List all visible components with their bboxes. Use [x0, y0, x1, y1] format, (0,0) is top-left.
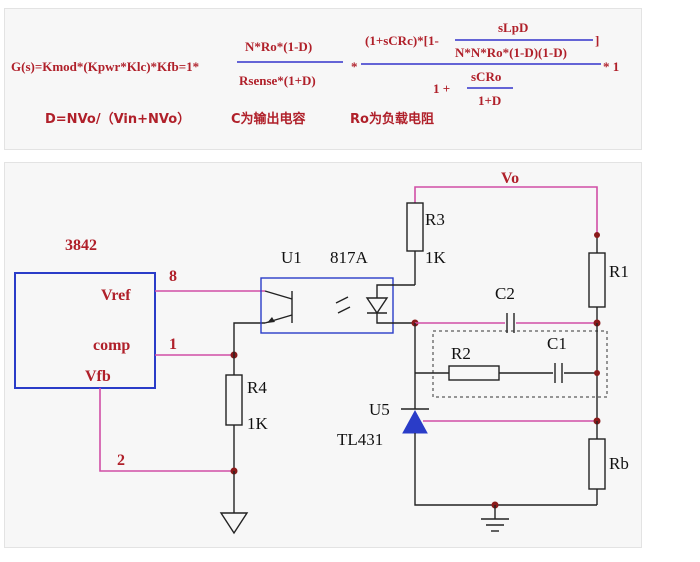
phototransistor-arrow — [267, 317, 275, 323]
compensation-dashed-box — [432, 330, 608, 398]
frac1-numerator: N*Ro*(1-D) — [245, 39, 312, 54]
frac1-denominator: Rsense*(1+D) — [239, 73, 316, 88]
r4-body — [225, 374, 243, 426]
ic-pin-vref-label: Vref — [101, 287, 131, 304]
opto-ref-label: U1 — [281, 248, 302, 267]
r3-ref-label: R3 — [425, 210, 445, 229]
light-arrow-2 — [337, 306, 351, 314]
led-cathode-wire — [376, 313, 415, 324]
frac2-inner-numerator: sLpD — [498, 20, 528, 35]
vo-rail — [414, 186, 598, 235]
frac2-numerator-start: (1+sCRc)*[1- — [365, 33, 439, 48]
transfer-function-panel: G(s)=Kmod*(Kpwr*Klc)*Kfb=1* N*Ro*(1-D) R… — [4, 8, 642, 150]
r4-ref-label: R4 — [247, 378, 267, 397]
u5-ref-label: U5 — [369, 400, 390, 419]
vo-label: Vo — [501, 170, 519, 187]
frac2-denominator-start: 1 + — [433, 81, 450, 96]
opto-part-label: 817A — [330, 248, 369, 267]
frac2-bracket-close: ] — [595, 33, 599, 48]
r4-value-label: 1K — [247, 414, 269, 433]
tl431-body — [402, 409, 428, 434]
vfb-wire — [99, 388, 234, 472]
r1-label: R1 — [609, 262, 629, 281]
u5-part-label: TL431 — [337, 430, 383, 449]
r3-value-label: 1K — [425, 248, 447, 267]
ic-3842-body — [14, 272, 156, 389]
pin-2-number: 2 — [117, 452, 125, 469]
ground-symbol-left — [219, 512, 249, 535]
c1-label: C1 — [547, 334, 567, 353]
frac2-den-denominator: 1+D — [478, 93, 501, 108]
transfer-function-formula: G(s)=Kmod*(Kpwr*Klc)*Kfb=1* N*Ro*(1-D) R… — [11, 20, 619, 127]
rb-body — [588, 438, 606, 490]
feedback-circuit-panel: 3842 Vref comp Vfb 8 1 2 R4 1K U1 817A — [4, 162, 642, 548]
ic-pin-vfb-label: Vfb — [85, 368, 111, 385]
optocoupler-body — [260, 277, 394, 334]
formula-times: * — [351, 59, 358, 74]
ro-definition: Ro为负载电阻 — [350, 111, 434, 127]
light-arrow-1 — [335, 296, 349, 304]
duty-cycle-definition: D=NVo/（Vin+NVo） — [45, 111, 190, 127]
c2-label: C2 — [495, 284, 515, 303]
phototransistor-collector — [264, 290, 293, 300]
vo-node — [594, 232, 600, 238]
ic-3842-label: 3842 — [65, 237, 97, 254]
pin-1-number: 1 — [169, 336, 177, 353]
r3-body — [406, 202, 424, 252]
led-triangle — [365, 297, 389, 315]
c-definition: C为输出电容 — [231, 111, 306, 127]
rb-label: Rb — [609, 454, 629, 473]
led-anode-wire — [376, 284, 415, 298]
ic-pin-comp-label: comp — [93, 337, 130, 354]
r2-label: R2 — [451, 344, 471, 363]
r2-body — [448, 365, 500, 381]
formula-tail: * 1 — [603, 59, 619, 74]
frac2-inner-denominator: N*N*Ro*(1-D)(1-D) — [455, 45, 567, 60]
frac2-den-numerator: sCRo — [471, 69, 501, 84]
tl431-anode-wire — [414, 433, 597, 506]
pin-8-number: 8 — [169, 268, 177, 285]
formula-lhs: G(s)=Kmod*(Kpwr*Klc)*Kfb=1* — [11, 59, 199, 74]
ref-node-mid — [594, 370, 600, 376]
r1-body — [588, 252, 606, 308]
opto-emitter-wire — [233, 322, 265, 355]
feedback-circuit-schematic: 3842 Vref comp Vfb 8 1 2 R4 1K U1 817A — [14, 170, 629, 535]
